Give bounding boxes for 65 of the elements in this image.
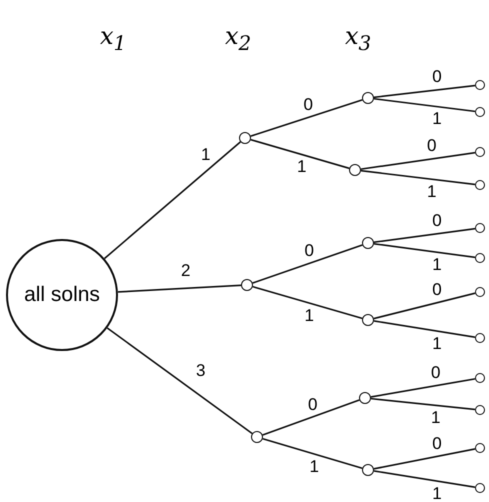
tree-node-circle <box>475 287 485 297</box>
tree-node-circle <box>475 405 485 415</box>
branch-line <box>252 286 362 320</box>
branch-line <box>374 448 476 470</box>
branch-line <box>360 152 476 170</box>
tree-node-circle <box>475 443 485 453</box>
edge-label: 3 <box>195 362 206 379</box>
tree-node-circle <box>475 483 485 493</box>
variable-heading: x$_{1}$ <box>100 22 126 55</box>
branch-line <box>250 99 363 137</box>
edge-label: 1 <box>431 256 443 273</box>
branch-line <box>370 398 476 410</box>
variable-heading: x$_{3}$ <box>345 22 372 55</box>
edge-label: 0 <box>431 68 443 86</box>
branch-line <box>360 170 476 186</box>
edge-label: 0 <box>431 281 443 298</box>
edge-label: 2 <box>180 262 192 279</box>
branch-line <box>374 84 476 98</box>
tree-node-circle <box>475 333 485 343</box>
edge-label: 0 <box>302 96 314 113</box>
branch-line <box>370 378 476 398</box>
tree-node-circle <box>475 180 485 190</box>
branch-line <box>374 243 476 258</box>
node-label: all solns <box>24 283 100 307</box>
tree-node-circle <box>359 392 371 404</box>
tree-node-circle <box>241 279 253 291</box>
tree-node-circle <box>475 223 485 233</box>
branch-line <box>262 399 360 436</box>
edge-label: 0 <box>426 137 438 154</box>
variable-heading: x$_{2}$ <box>225 22 252 55</box>
tree-node-circle <box>362 464 374 476</box>
branch-line <box>104 141 241 260</box>
edge-label: 1 <box>308 458 320 474</box>
branch-line <box>374 292 476 320</box>
edge-label: 0 <box>307 396 318 412</box>
edge-label: 0 <box>431 434 443 452</box>
edge-label: 1 <box>431 334 443 352</box>
edge-label: 1 <box>304 306 315 324</box>
edge-label: 0 <box>431 212 443 229</box>
branch-line <box>106 327 253 434</box>
edge-label: 1 <box>431 484 443 502</box>
edge-label: 1 <box>296 158 308 175</box>
branch-line <box>374 228 476 243</box>
tree-node-circle <box>475 253 485 263</box>
edge-label: 0 <box>430 364 442 381</box>
branch-line <box>118 284 242 293</box>
tree-node-circle <box>475 80 485 90</box>
tree-node-circle <box>362 237 374 249</box>
branch-line <box>252 244 363 284</box>
edge-label: 1 <box>200 146 212 163</box>
branch-line <box>374 320 476 338</box>
edge-label: 1 <box>426 183 438 200</box>
tree-node-circle <box>475 107 485 117</box>
tree-node-circle <box>475 147 485 157</box>
branch-line <box>374 470 476 488</box>
tree-node-circle <box>349 164 361 176</box>
branch-line <box>374 98 476 112</box>
tree-node-circle <box>475 373 485 383</box>
branch-line <box>262 438 362 470</box>
tree-node-circle <box>362 92 374 104</box>
tree-node-circle <box>362 314 374 326</box>
edge-label: 0 <box>304 242 315 259</box>
tree-node-circle <box>239 132 251 144</box>
tree-node-circle <box>251 431 263 443</box>
branch-line <box>250 138 350 170</box>
